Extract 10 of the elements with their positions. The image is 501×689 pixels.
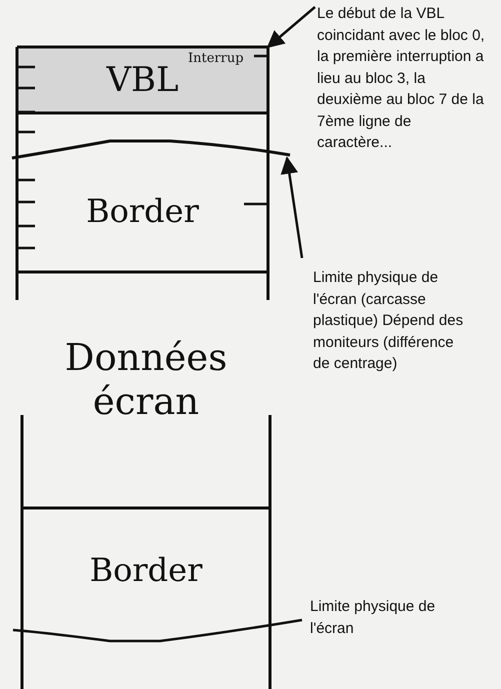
border-zone: Border <box>22 540 270 600</box>
annotation-text: Limite physique de l'écran (carcasse plastique) Dépend des moniteurs (différence de centrage) <box>313 267 473 374</box>
border-zone: Border <box>17 150 268 272</box>
arrow <box>280 156 304 258</box>
arrow <box>266 6 316 48</box>
screen-data-zone: Données écran <box>22 330 270 430</box>
annotation-text: Limite physique de l'écran <box>310 597 436 638</box>
screen-limit-curve <box>12 140 290 160</box>
interrupt-label: Interrup <box>188 50 244 68</box>
annotation-text: Le début de la VBL coincidant avec le bloc 0, la première interruption a lieu au bloc 3, la deuxième au bloc 7 de la 7ème ligne de caractère... <box>317 3 485 154</box>
